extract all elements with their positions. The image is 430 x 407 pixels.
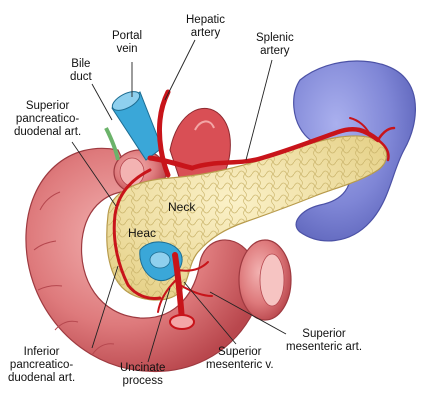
splenic-branch-2: [376, 138, 390, 162]
sma-branch-2: [179, 284, 213, 297]
inf-pd-artery-vessel: [112, 213, 162, 300]
label-inferior-pd-line-2: pancreatico-: [9, 359, 74, 371]
portal-vein: [111, 91, 163, 161]
label-hepatic-artery-line-2: artery: [190, 27, 221, 39]
label-bile-duct: Bile duct: [70, 58, 92, 84]
sma-opening: [169, 314, 195, 330]
label-superior-pd-line-1: Superior: [25, 100, 70, 112]
label-inferior-pd-line-3: duodenal art.: [8, 372, 76, 384]
label-inferior-pd-artery: Inferior pancreatico- duodenal art.: [8, 346, 75, 385]
label-portal-vein-line-2: vein: [116, 43, 138, 55]
leader-smv: [183, 281, 237, 345]
leader-bile-duct: [91, 83, 113, 121]
label-bile-duct-line-2: duct: [70, 71, 92, 83]
label-neck: Neck: [168, 200, 196, 214]
label-portal-vein-line-1: Portal: [112, 30, 143, 42]
label-uncinate-line-2: process: [122, 375, 163, 387]
label-sma-line-2: mesenteric art.: [286, 341, 363, 353]
leader-sma: [209, 291, 287, 335]
leader-hepatic-artery: [164, 39, 196, 101]
leader-splenic-artery: [245, 59, 273, 161]
aorta-region: [169, 107, 231, 181]
sup-pd-artery-vessel: [113, 168, 152, 217]
label-head: Heac: [128, 226, 157, 240]
label-splenic-artery-line-2: artery: [260, 45, 290, 57]
leader-uncinate: [147, 287, 171, 363]
leader-inferior-pd: [91, 265, 119, 349]
label-uncinate-line-1: Uncinate: [120, 362, 166, 374]
label-sma-line-1: Superior: [302, 328, 346, 340]
label-portal-vein: Portal vein: [112, 30, 142, 56]
sma-branch-1: [177, 261, 209, 272]
superior-mesenteric-vein: [139, 241, 183, 282]
label-splenic-artery: Splenic artery: [256, 32, 294, 58]
leader-superior-pd: [71, 141, 117, 207]
label-hepatic-artery: Hepatic artery: [186, 14, 225, 40]
label-superior-pd-line-2: pancreatico-: [15, 113, 80, 125]
label-superior-pd-line-3: duodenal art.: [14, 126, 82, 138]
label-superior-mesenteric-v: Superior mesenteric v.: [206, 346, 274, 372]
leader-lines: [71, 39, 287, 363]
celiac-branch: [147, 155, 195, 171]
sma-branch-3: [157, 279, 177, 313]
label-inferior-pd-line-1: Inferior: [23, 346, 60, 358]
label-uncinate-process: Uncinate process: [120, 362, 165, 388]
label-bile-duct-line-1: Bile: [71, 58, 91, 70]
label-smv-line-1: Superior: [218, 346, 262, 358]
label-superior-pd-artery: Superior pancreatico- duodenal art.: [14, 100, 81, 139]
splenic-artery-vessel: [189, 127, 381, 171]
arteries: [112, 89, 396, 330]
label-superior-mesenteric-art: Superior mesenteric art.: [286, 328, 362, 354]
label-splenic-artery-line-1: Splenic: [256, 32, 294, 44]
bile-duct: [104, 127, 120, 161]
splenic-branch-3: [349, 117, 371, 136]
label-smv-line-2: mesenteric v.: [206, 359, 274, 371]
splenic-branch-1: [376, 126, 396, 142]
label-hepatic-artery-line-1: Hepatic: [186, 14, 225, 26]
sma-vessel: [172, 252, 185, 323]
